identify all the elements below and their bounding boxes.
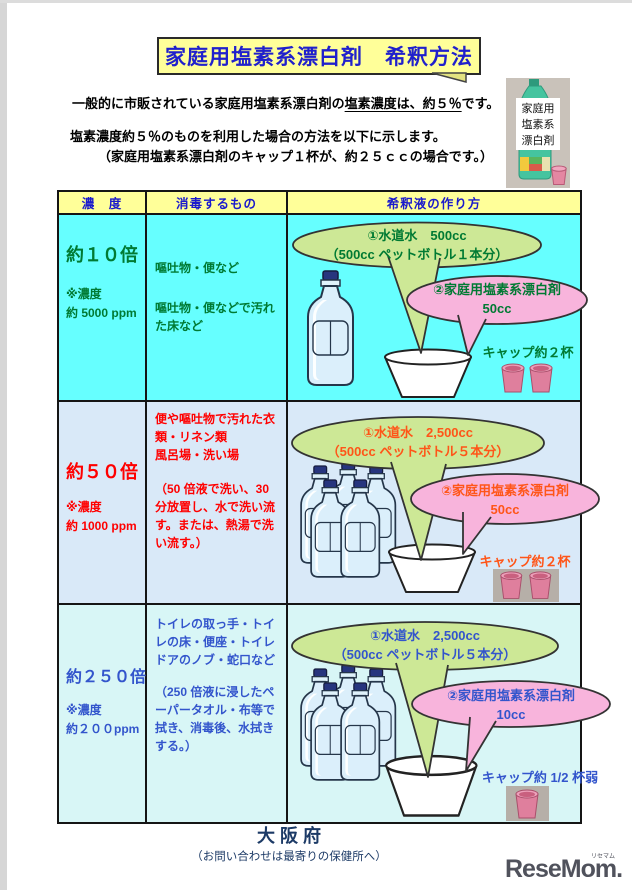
bleach-bubble-shape	[406, 275, 588, 325]
water-amount: ①水道水 2,500cc	[370, 628, 480, 643]
intro-line-1: 一般的に市販されている家庭用塩素系漂白剤の塩素濃度は、約５％です。	[72, 93, 499, 112]
bleach-amount: 50cc	[482, 300, 512, 316]
pet-bottle-icon	[307, 270, 354, 386]
target-cell: トイレの取っ手・トイレの床・便座・トイレドアのノブ・蛇口など （250 倍液に浸…	[147, 605, 288, 822]
scan-edge-left	[0, 0, 7, 890]
bleach-bottle-photo: 家庭用 塩素系 漂白剤	[506, 78, 570, 188]
cap-count-label: キャップ約 1/2 杯弱	[481, 770, 599, 785]
water-amount: ①水道水 500cc	[367, 228, 467, 243]
bucket-icon	[384, 348, 472, 398]
ppm-note: ※濃度 約 1000 ppm	[66, 498, 143, 535]
bleach-bubble-shape	[411, 680, 611, 728]
bottle-label-line: 塩素系	[521, 119, 555, 131]
recipe-illustration	[292, 221, 588, 398]
pink-cup-icon	[501, 363, 525, 393]
recipe-illustration	[291, 621, 611, 817]
resemom-logo-ruby: リセマム	[591, 854, 616, 860]
bottle-label: 家庭用 塩素系 漂白剤	[516, 98, 560, 150]
ppm-note-value: 約 5000 ppm	[66, 305, 137, 320]
intro-line-1-pre: 一般的に市販されている家庭用塩素系漂白剤の	[72, 96, 345, 111]
intro-line-3: （家庭用塩素系漂白剤のキャップ１杯が、約２５ｃｃの場合です。）	[98, 149, 493, 164]
ppm-note: ※濃度 約２００ppm	[66, 701, 143, 738]
dilution-factor: 約２５０倍	[66, 669, 147, 686]
cap-cups-photo	[493, 569, 559, 602]
bottle-label-line: 漂白剤	[521, 135, 555, 147]
bleach-bubble: ②家庭用塩素系漂白剤 10cc	[422, 687, 600, 725]
recipe-cell: ①水道水 500cc （500cc ペットボトル１本分） ②家庭用塩素系漂白剤 …	[288, 215, 588, 400]
ppm-note-label: ※濃度	[66, 500, 102, 514]
target-item: （250 倍液に浸したペーパータオル・布等で拭き、消毒後、水拭きする。）	[155, 685, 275, 753]
pink-cup-icon	[529, 363, 553, 393]
target-item: 風呂場・洗い場	[155, 448, 240, 462]
folded-corner-icon	[431, 72, 467, 83]
water-bottle-count: （500cc ペットボトル５本分）	[326, 443, 510, 459]
header-disinfect-target: 消毒するもの	[147, 192, 288, 213]
cap-count-label: キャップ約２杯	[479, 554, 571, 569]
bleach-bubble-tail	[458, 315, 486, 355]
dilution-factor: 約１０倍	[66, 245, 138, 265]
concentration-cell: 約１０倍 ※濃度 約 5000 ppm	[59, 215, 147, 400]
water-bubble: ①水道水 2,500cc （500cc ペットボトル５本分）	[298, 627, 552, 665]
page-title: 家庭用塩素系漂白剤 希釈方法	[157, 37, 481, 83]
bleach-amount: 10cc	[496, 706, 526, 722]
ppm-note-value: 約２００ppm	[66, 721, 140, 736]
bleach-bubble: ②家庭用塩素系漂白剤 50cc	[417, 281, 577, 319]
bleach-name: ②家庭用塩素系漂白剤	[432, 282, 561, 297]
dilution-table: 濃 度 消毒するもの 希釈液の作り方 約１０倍 ※濃度 約 5000 ppm 嘔…	[57, 190, 611, 824]
target-item: （50 倍液で洗い、30 分放置し、水で洗い流す。または、熱湯で洗い流す。）	[155, 482, 276, 550]
bleach-amount: 50cc	[490, 501, 520, 517]
contact-note: （お問い合わせは最寄りの保健所へ）	[191, 851, 387, 863]
ppm-note-label: ※濃度	[66, 287, 102, 301]
table-row-10x: 約１０倍 ※濃度 約 5000 ppm 嘔吐物・便など 嘔吐物・便などで汚れた床…	[59, 215, 588, 400]
bleach-bubble: ②家庭用塩素系漂白剤 50cc	[419, 482, 591, 520]
water-bubble: ①水道水 500cc （500cc ペットボトル１本分）	[300, 227, 534, 265]
header-how-to-make: 希釈液の作り方	[386, 197, 482, 211]
measuring-cup-icon	[551, 165, 567, 185]
table-header-row: 濃 度 消毒するもの 希釈液の作り方	[59, 192, 580, 215]
intro-line-1-post: です。	[461, 96, 500, 111]
concentration-cell: 約５０倍 ※濃度 約 1000 ppm	[59, 402, 147, 603]
target-item: トイレの取っ手・トイレの床・便座・トイレドアのノブ・蛇口など	[155, 617, 276, 667]
cap-cups-photo	[498, 360, 556, 400]
pink-cup-icon	[529, 571, 552, 599]
intro-line-2: 塩素濃度約５％のものを利用した場合の方法を以下に示します。	[70, 129, 446, 144]
target-cell: 嘔吐物・便など 嘔吐物・便などで汚れた床など	[147, 215, 288, 400]
target-item: 嘔吐物・便など	[155, 261, 240, 275]
bottle-label-line: 家庭用	[521, 103, 555, 115]
concentration-cell: 約２５０倍 ※濃度 約２００ppm	[59, 605, 147, 822]
bleach-name: ②家庭用塩素系漂白剤	[440, 483, 569, 498]
pink-cup-icon	[500, 571, 523, 599]
table-row-50x: 約５０倍 ※濃度 約 1000 ppm 便や嘔吐物で汚れた衣類・リネン類 風呂場…	[59, 400, 600, 603]
scan-edge-top	[0, 0, 632, 3]
table-row-250x: 約２５０倍 ※濃度 約２００ppm トイレの取っ手・トイレの床・便座・トイレドア…	[59, 603, 611, 822]
target-item: 便や嘔吐物で汚れた衣類・リネン類	[155, 412, 276, 444]
recipe-illustration	[291, 416, 600, 593]
cap-count-label: キャップ約２杯	[482, 345, 574, 360]
pink-cup-icon	[515, 789, 539, 819]
bleach-bubble-shape	[410, 473, 600, 525]
ppm-note-value: 約 1000 ppm	[66, 518, 137, 533]
organization-name: 大 阪 府	[256, 826, 321, 846]
page-title-text: 家庭用塩素系漂白剤 希釈方法	[165, 46, 473, 69]
ppm-note-label: ※濃度	[66, 703, 102, 717]
recipe-cell: ①水道水 2,500cc （500cc ペットボトル５本分） ②家庭用塩素系漂白…	[288, 402, 600, 603]
bleach-name: ②家庭用塩素系漂白剤	[446, 688, 575, 703]
cap-cups-photo	[506, 786, 549, 821]
header-concentration: 濃 度	[59, 192, 147, 213]
target-item: 嘔吐物・便などで汚れた床など	[155, 301, 275, 333]
dilution-factor: 約５０倍	[66, 462, 138, 482]
ppm-note: ※濃度 約 5000 ppm	[66, 285, 143, 322]
target-cell: 便や嘔吐物で汚れた衣類・リネン類 風呂場・洗い場 （50 倍液で洗い、30 分放…	[147, 402, 288, 603]
water-bottle-count: （500cc ペットボトル１本分）	[325, 246, 509, 262]
resemom-logo: ReseMom.	[505, 855, 623, 883]
water-bubble: ①水道水 2,500cc （500cc ペットボトル５本分）	[298, 424, 538, 462]
intro-line-1-underlined: 塩素濃度は、約５％	[344, 96, 462, 111]
recipe-cell: ①水道水 2,500cc （500cc ペットボトル５本分） ②家庭用塩素系漂白…	[288, 605, 611, 822]
water-bottle-count: （500cc ペットボトル５本分）	[333, 646, 517, 662]
water-amount: ①水道水 2,500cc	[363, 425, 473, 440]
